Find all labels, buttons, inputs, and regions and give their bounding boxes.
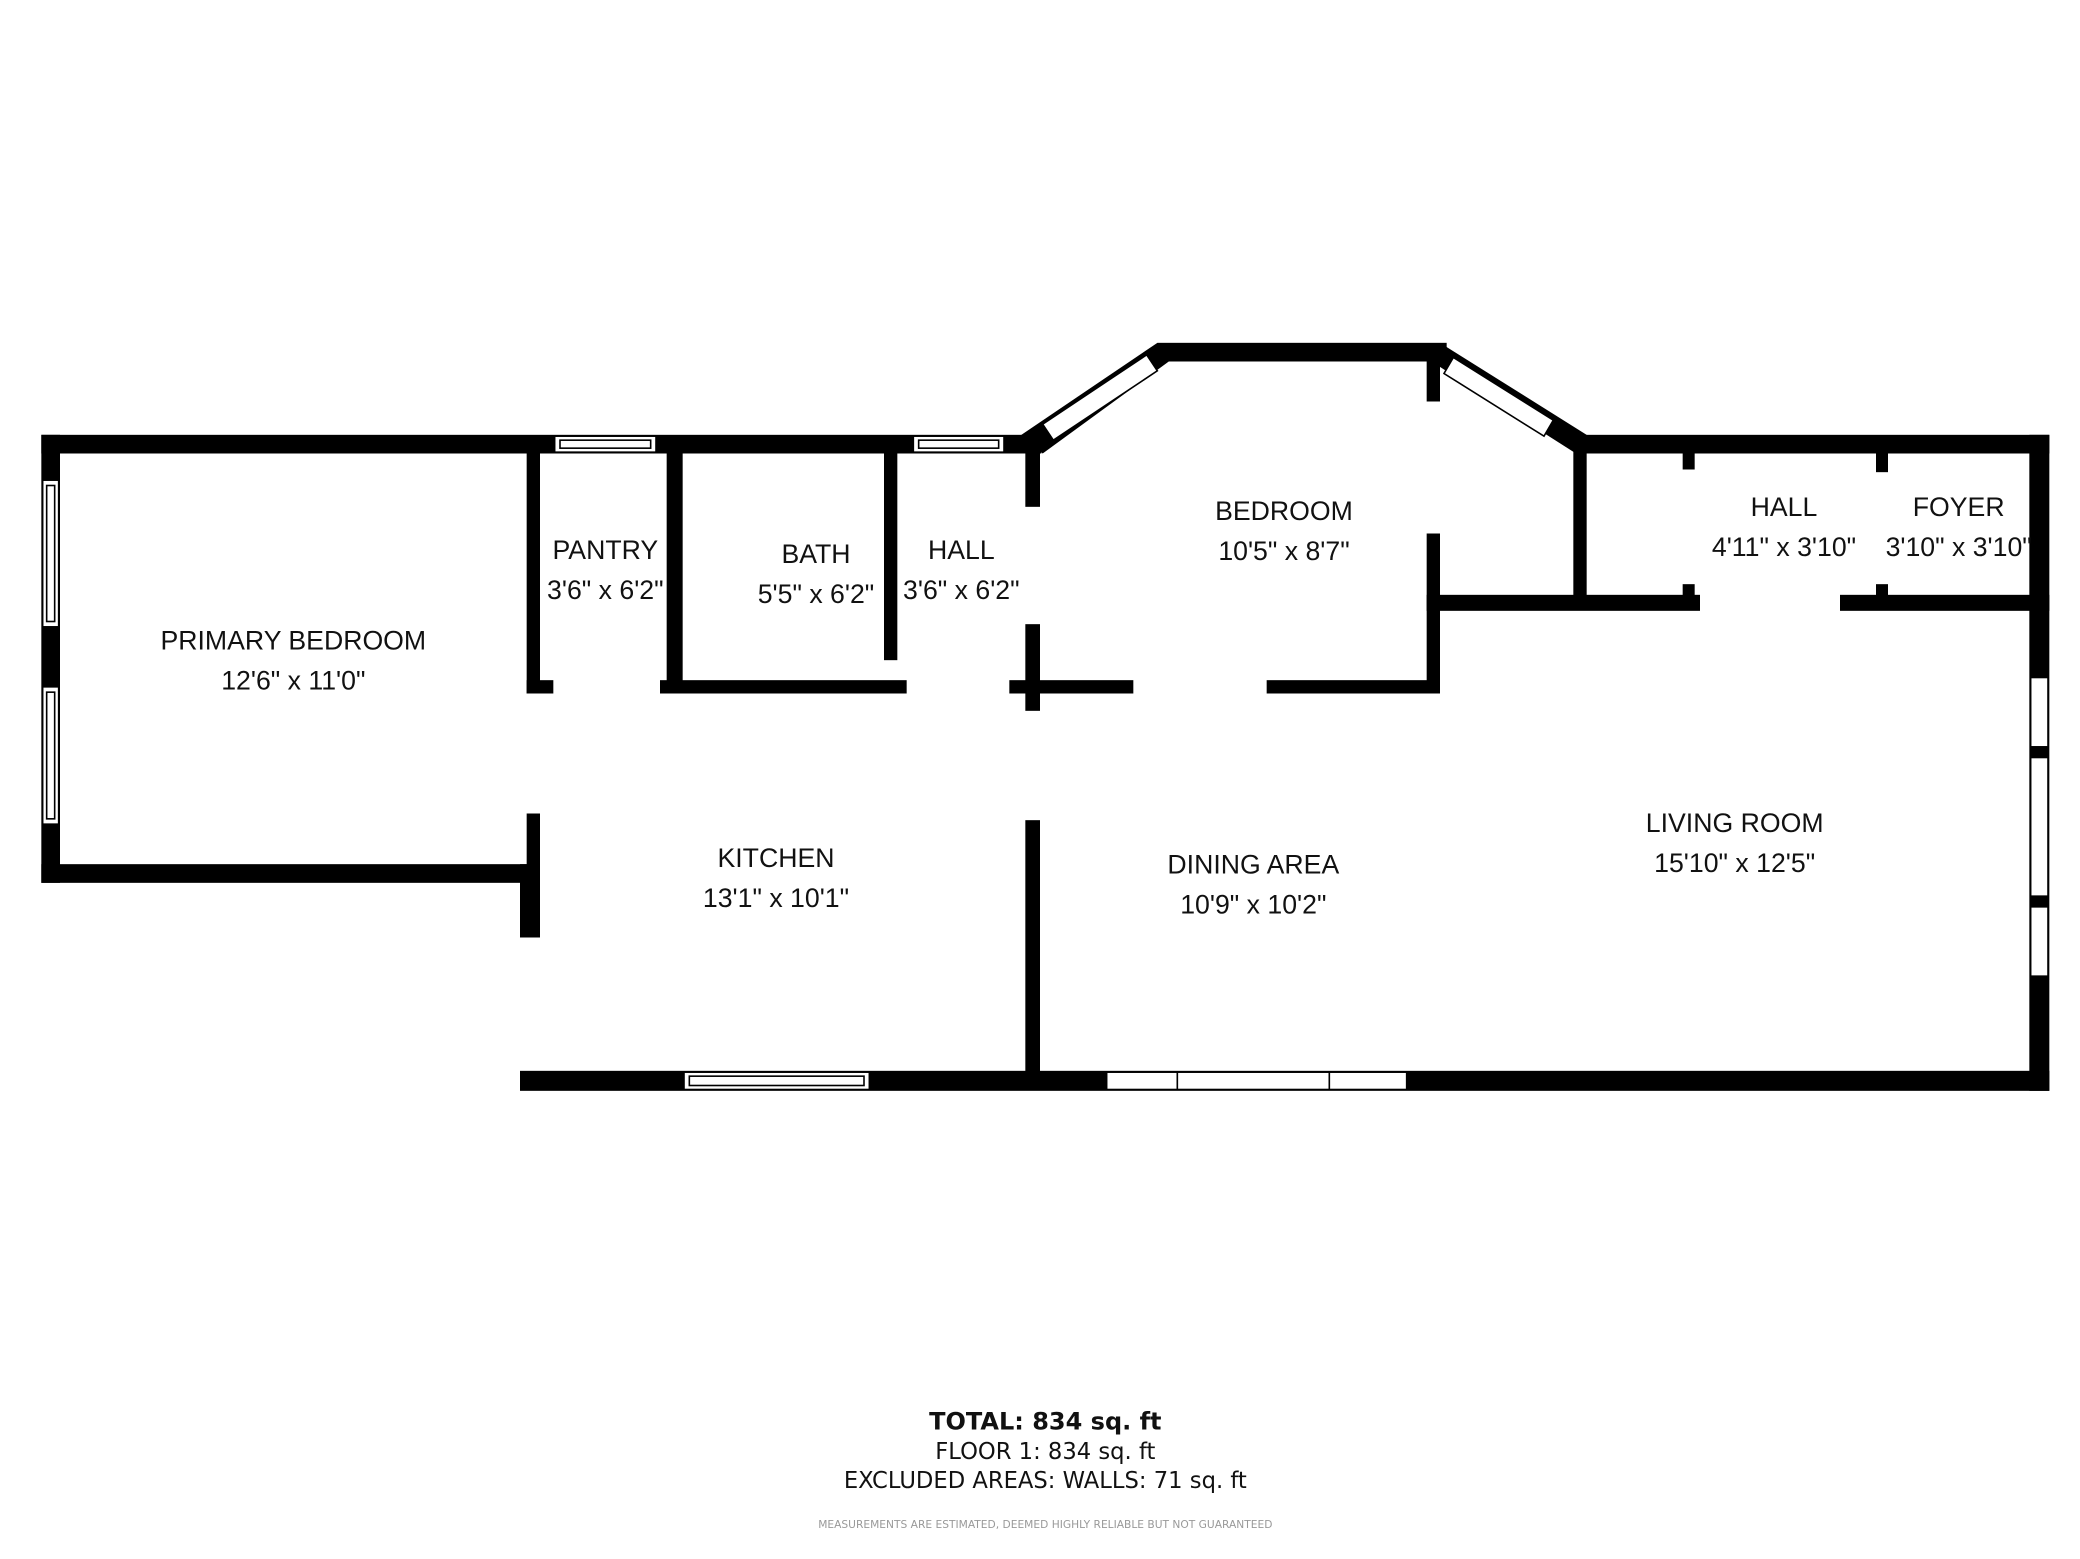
room-bath: BATH 5'5" x 6'2" <box>758 539 875 609</box>
room-dimensions: 15'10" x 12'5" <box>1654 848 1815 878</box>
room-dimensions: 3'6" x 6'2" <box>547 575 664 605</box>
room-pantry: PANTRY 3'6" x 6'2" <box>547 535 664 605</box>
room-bedroom: BEDROOM 10'5" x 8'7" <box>1215 496 1353 566</box>
area-summary: TOTAL: 834 sq. ft FLOOR 1: 834 sq. ft EX… <box>818 1408 1272 1532</box>
room-hall-2: HALL 4'11" x 3'10" <box>1712 492 1856 562</box>
walls <box>41 342 2050 1091</box>
room-primary-bedroom: PRIMARY BEDROOM 12'6" x 11'0" <box>161 626 427 696</box>
room-dimensions: 5'5" x 6'2" <box>758 579 875 609</box>
room-dimensions: 13'1" x 10'1" <box>703 883 849 913</box>
disclaimer: MEASUREMENTS ARE ESTIMATED, DEEMED HIGHL… <box>818 1518 1272 1531</box>
floor-area: FLOOR 1: 834 sq. ft <box>935 1439 1155 1465</box>
room-name: DINING AREA <box>1167 850 1339 880</box>
room-name: BEDROOM <box>1215 496 1353 526</box>
windows <box>41 353 2049 1091</box>
room-living-room: LIVING ROOM 15'10" x 12'5" <box>1646 808 1824 878</box>
room-dining-area: DINING AREA 10'9" x 10'2" <box>1167 850 1339 920</box>
room-dimensions: 10'9" x 10'2" <box>1180 890 1326 920</box>
room-name: FOYER <box>1913 492 2005 522</box>
room-foyer: FOYER 3'10" x 3'10" <box>1886 492 2032 562</box>
room-name: HALL <box>928 535 995 565</box>
room-dimensions: 4'11" x 3'10" <box>1712 532 1856 562</box>
room-name: HALL <box>1751 492 1818 522</box>
room-kitchen: KITCHEN 13'1" x 10'1" <box>703 843 849 913</box>
room-name: BATH <box>781 539 850 569</box>
room-dimensions: 12'6" x 11'0" <box>221 666 365 696</box>
room-name: PANTRY <box>552 535 658 565</box>
total-area: TOTAL: 834 sq. ft <box>929 1408 1161 1436</box>
room-dimensions: 3'6" x 6'2" <box>903 575 1020 605</box>
excluded-area: EXCLUDED AREAS: WALLS: 71 sq. ft <box>844 1468 1247 1494</box>
room-name: LIVING ROOM <box>1646 808 1824 838</box>
room-dimensions: 3'10" x 3'10" <box>1886 532 2032 562</box>
room-name: PRIMARY BEDROOM <box>161 626 427 656</box>
room-name: KITCHEN <box>718 843 835 873</box>
room-hall-1: HALL 3'6" x 6'2" <box>903 535 1020 605</box>
room-dimensions: 10'5" x 8'7" <box>1218 536 1349 566</box>
